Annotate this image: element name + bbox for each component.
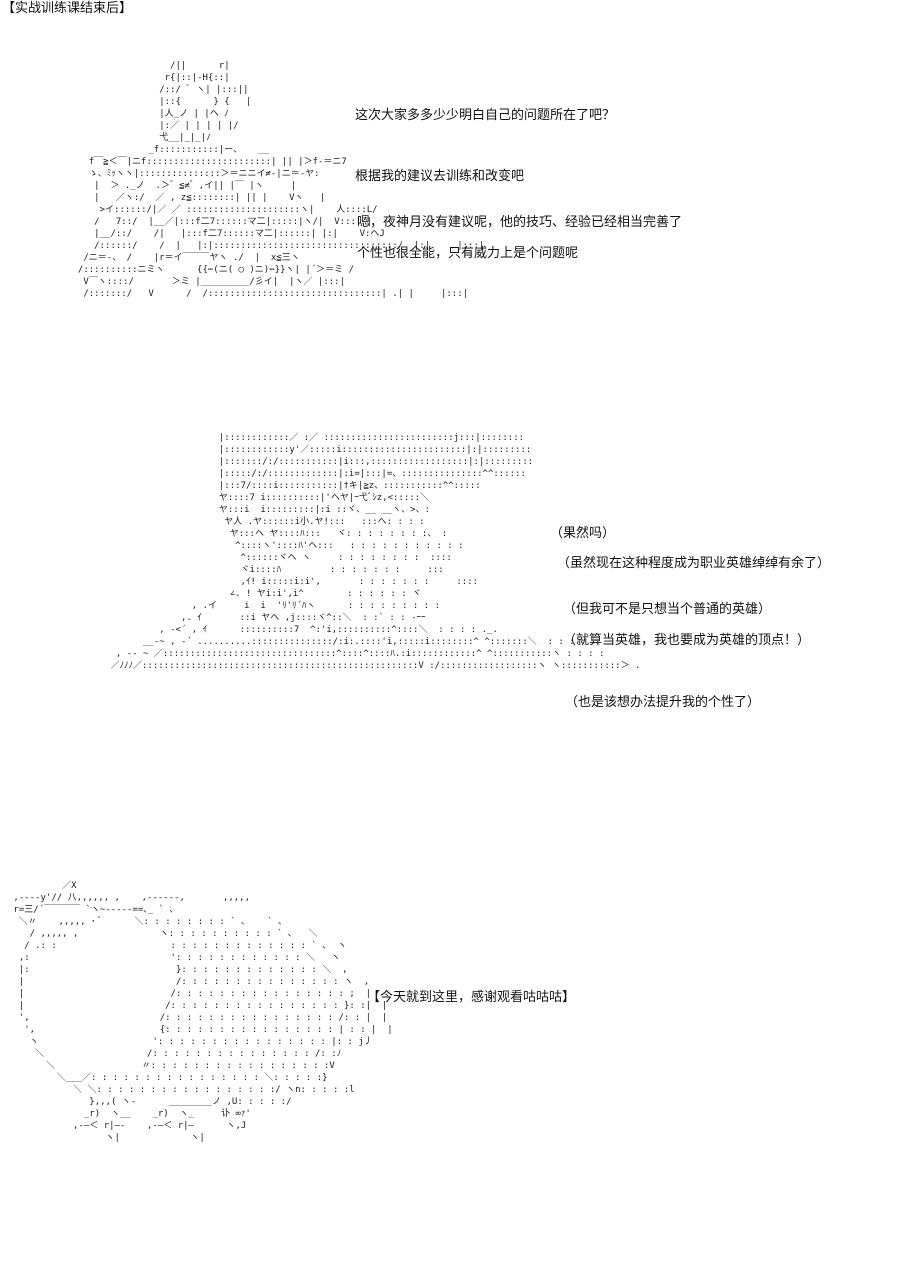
- dialogue-line: 个性也很全能，只有威力上是个问题呢: [357, 246, 579, 261]
- page-title: 【实战训练课结束后】: [2, 1, 133, 16]
- ascii-art-figure-seated: |::::::::::::／ :／ ::::::::::::::::::::::…: [110, 433, 641, 671]
- ascii-art-figure-mascot: ／X ,--‐-y'// 八,,,,,, , ,-‐‐‐‐‐, ,,,,, r=…: [13, 881, 393, 1143]
- thought-line: （但我可不是只想当个普通的英雄）: [563, 602, 772, 617]
- dialogue-line: 根据我的建议去训练和改变吧: [355, 169, 525, 184]
- dialogue-line: 嗯，夜神月没有建议呢，他的技巧、经验已经相当完善了: [357, 215, 683, 230]
- thought-line: （果然吗）: [550, 526, 616, 541]
- thought-line: （也是该想办法提升我的个性了）: [565, 695, 761, 710]
- thought-line: （就算当英雄，我也要成为英雄的顶点！）: [563, 633, 811, 648]
- closing-line: 【今天就到这里，感谢观看咕咕咕】: [367, 990, 576, 1005]
- dialogue-line: 这次大家多多少少明白自己的问题所在了吧？: [355, 108, 616, 123]
- ascii-art-figure-armor: /|| r| r{|::|-H{::| /::/ ﾞ ヽ| |:::|| |::…: [77, 61, 485, 299]
- thought-line: （虽然现在这种程度成为职业英雄绰绰有余了）: [557, 556, 831, 571]
